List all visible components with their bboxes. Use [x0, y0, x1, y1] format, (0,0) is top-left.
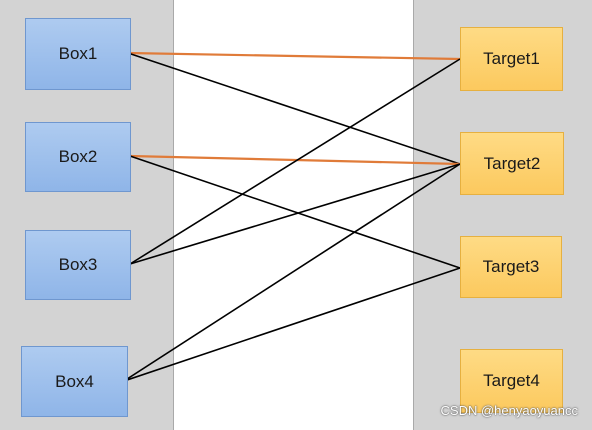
target4-node[interactable]: Target4	[460, 349, 563, 413]
connection-box4-target3	[123, 267, 461, 382]
box4-node[interactable]: Box4	[21, 346, 128, 417]
target3-node[interactable]: Target3	[460, 236, 562, 298]
connection-box2-target2	[129, 154, 461, 166]
connection-box3-target2	[129, 163, 461, 265]
box3-node[interactable]: Box3	[25, 230, 131, 300]
target2-node[interactable]: Target2	[460, 132, 564, 195]
watermark: CSDN @henyaoyuancc	[440, 403, 578, 418]
box2-node[interactable]: Box2	[25, 122, 131, 192]
connection-box1-target1	[127, 51, 461, 61]
connection-box3-target1	[129, 58, 461, 265]
box1-node[interactable]: Box1	[25, 18, 131, 90]
connection-box4-target2	[123, 163, 461, 382]
target1-node[interactable]: Target1	[460, 27, 563, 91]
connection-box2-target3	[129, 155, 461, 269]
connection-box1-target2	[127, 52, 461, 165]
